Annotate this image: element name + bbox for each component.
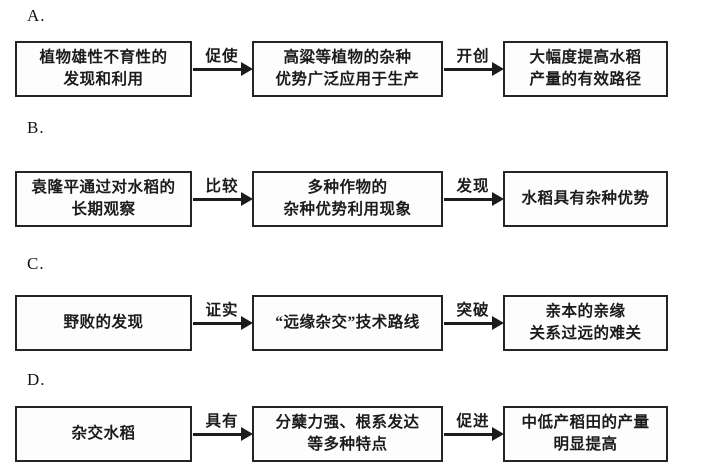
- flow-box: 袁隆平通过对水稻的长期观察: [15, 171, 192, 227]
- arrow-label: 突破: [456, 302, 490, 319]
- flowchart: 植物雄性不育性的发现和利用促使高粱等植物的杂种优势广泛应用于生产开创大幅度提高水…: [15, 41, 721, 97]
- arrow-label: 促使: [205, 48, 239, 65]
- box-text: 长期观察: [71, 201, 136, 218]
- arrow-head-icon: [492, 192, 504, 206]
- option-label: C.: [27, 254, 45, 273]
- flow-box: 大幅度提高水稻产量的有效路径: [503, 41, 668, 97]
- arrow-head-icon: [241, 192, 253, 206]
- flow-arrow: 证实: [192, 295, 253, 351]
- box-text: 中低产稻田的产量: [521, 413, 650, 431]
- box-text: 袁隆平通过对水稻的: [31, 178, 176, 196]
- arrow-label: 促进: [456, 413, 490, 430]
- option-label: B.: [27, 118, 45, 137]
- flow-box: 多种作物的杂种优势利用现象: [252, 171, 443, 227]
- box-text: 高粱等植物的杂种: [283, 48, 412, 66]
- flowchart: 袁隆平通过对水稻的长期观察比较多种作物的杂种优势利用现象发现水稻具有杂种优势: [15, 171, 721, 227]
- arrow-right-icon: [193, 322, 243, 325]
- option-label: A.: [27, 6, 46, 25]
- box-text: 杂交水稻: [71, 424, 136, 442]
- option-a: A.植物雄性不育性的发现和利用促使高粱等植物的杂种优势广泛应用于生产开创大幅度提…: [0, 6, 721, 97]
- arrow-head-icon: [492, 316, 504, 330]
- box-text: 分蘖力强、根系发达: [275, 413, 420, 431]
- arrow-label: 开创: [456, 48, 490, 65]
- arrow-label: 比较: [205, 178, 239, 195]
- flowchart: 杂交水稻具有分蘖力强、根系发达等多种特点促进中低产稻田的产量明显提高: [15, 406, 721, 462]
- flow-box: 中低产稻田的产量明显提高: [503, 406, 668, 462]
- arrow-label: 具有: [205, 413, 239, 430]
- flow-arrow: 突破: [443, 295, 504, 351]
- arrow-head-icon: [492, 427, 504, 441]
- arrow-right-icon: [444, 322, 494, 325]
- option-b: B.袁隆平通过对水稻的长期观察比较多种作物的杂种优势利用现象发现水稻具有杂种优势: [0, 118, 721, 227]
- option-d: D.杂交水稻具有分蘖力强、根系发达等多种特点促进中低产稻田的产量明显提高: [0, 370, 721, 462]
- box-text: 发现和利用: [63, 71, 144, 88]
- box-text: 优势广泛应用于生产: [275, 71, 420, 88]
- arrow-head-icon: [241, 427, 253, 441]
- option-label: D.: [27, 370, 46, 389]
- box-text: “远缘杂交”技术路线: [275, 313, 420, 331]
- option-c: C.野败的发现证实“远缘杂交”技术路线突破亲本的亲缘关系过远的难关: [0, 254, 721, 351]
- flow-arrow: 发现: [443, 171, 504, 227]
- box-text: 水稻具有杂种优势: [521, 189, 650, 207]
- arrow-right-icon: [193, 433, 243, 436]
- flow-box: 杂交水稻: [15, 406, 192, 462]
- flow-arrow: 比较: [192, 171, 253, 227]
- flow-box: “远缘杂交”技术路线: [252, 295, 443, 351]
- box-text: 亲本的亲缘: [545, 302, 626, 320]
- flow-box: 野败的发现: [15, 295, 192, 351]
- box-text: 植物雄性不育性的: [39, 48, 168, 66]
- box-text: 多种作物的: [307, 178, 388, 196]
- flow-box: 水稻具有杂种优势: [503, 171, 668, 227]
- arrow-right-icon: [193, 198, 243, 201]
- flow-arrow: 促使: [192, 41, 253, 97]
- flow-box: 植物雄性不育性的发现和利用: [15, 41, 192, 97]
- flow-arrow: 具有: [192, 406, 253, 462]
- flow-arrow: 开创: [443, 41, 504, 97]
- box-text: 等多种特点: [307, 436, 388, 453]
- arrow-label: 证实: [205, 302, 239, 319]
- arrow-right-icon: [193, 68, 243, 71]
- flow-box: 分蘖力强、根系发达等多种特点: [252, 406, 443, 462]
- box-text: 产量的有效路径: [529, 71, 642, 88]
- flow-box: 亲本的亲缘关系过远的难关: [503, 295, 668, 351]
- arrow-label: 发现: [456, 178, 490, 195]
- box-text: 野败的发现: [63, 313, 144, 331]
- box-text: 明显提高: [553, 436, 618, 453]
- box-text: 大幅度提高水稻: [529, 48, 642, 66]
- flow-box: 高粱等植物的杂种优势广泛应用于生产: [252, 41, 443, 97]
- arrow-head-icon: [241, 62, 253, 76]
- arrow-head-icon: [241, 316, 253, 330]
- arrow-right-icon: [444, 433, 494, 436]
- arrow-right-icon: [444, 68, 494, 71]
- arrow-right-icon: [444, 198, 494, 201]
- flow-arrow: 促进: [443, 406, 504, 462]
- flowchart: 野败的发现证实“远缘杂交”技术路线突破亲本的亲缘关系过远的难关: [15, 295, 721, 351]
- box-text: 杂种优势利用现象: [283, 201, 412, 218]
- arrow-head-icon: [492, 62, 504, 76]
- box-text: 关系过远的难关: [529, 325, 642, 342]
